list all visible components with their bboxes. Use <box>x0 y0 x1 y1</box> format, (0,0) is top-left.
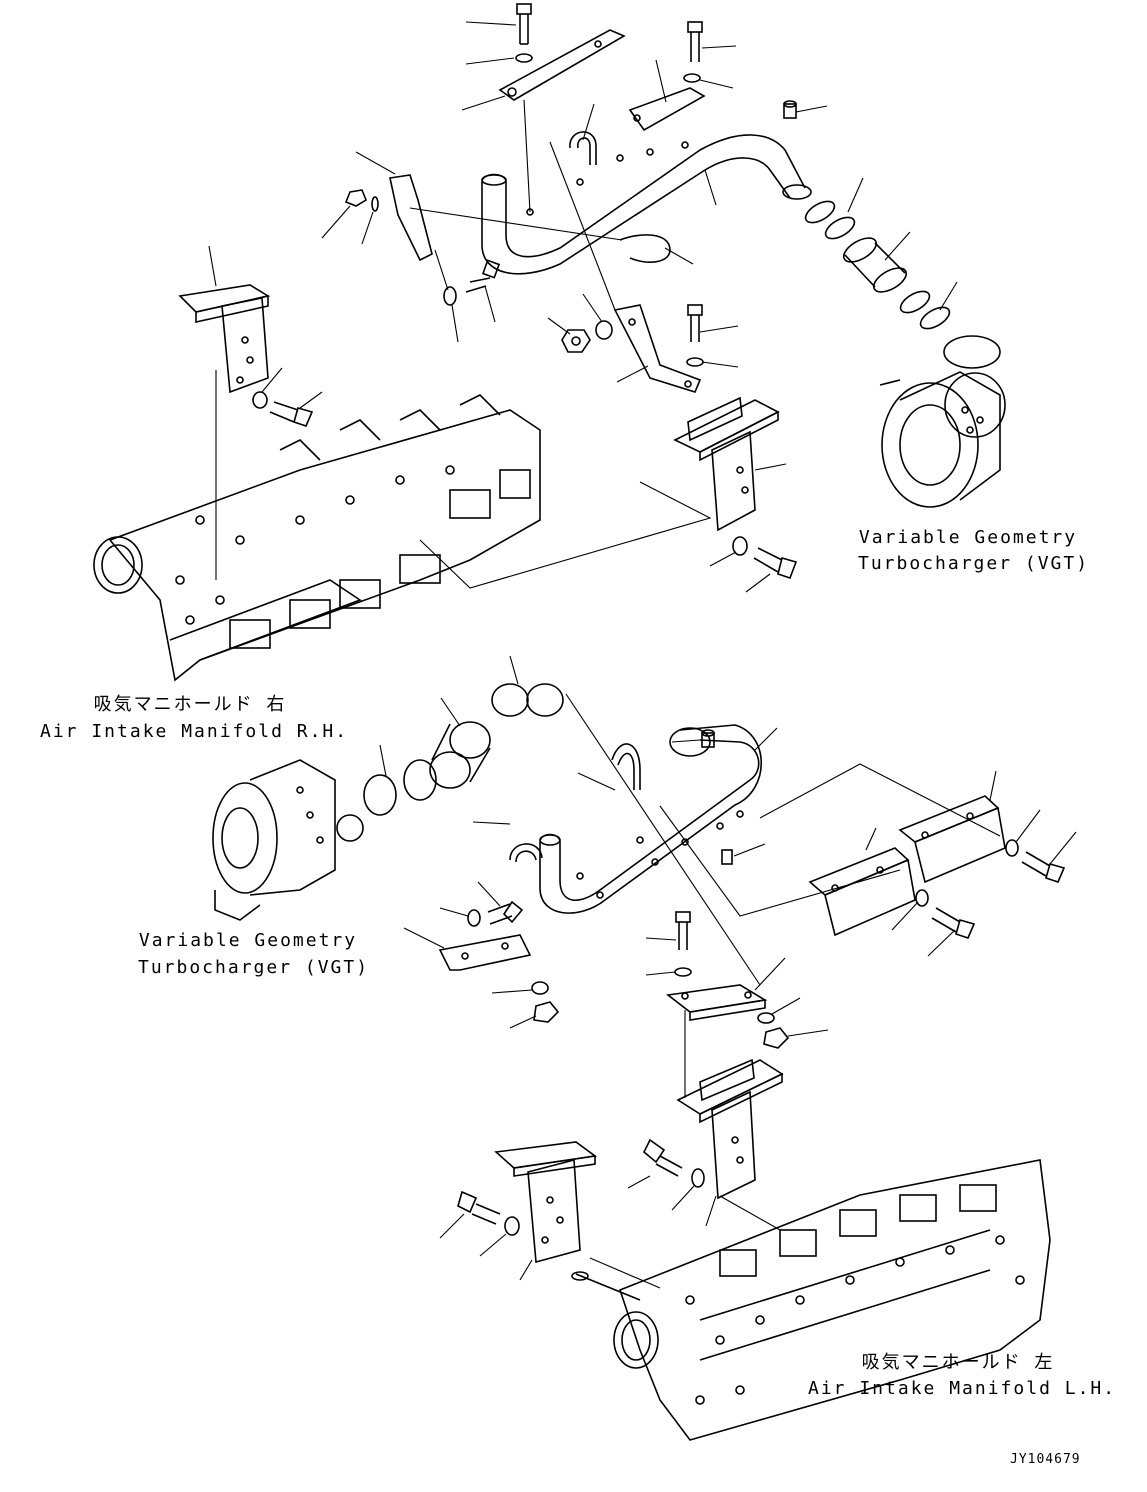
vgt-turbocharger-upper <box>879 335 1006 508</box>
bracket-top-mid <box>628 87 706 132</box>
drawing-code: JY104679 <box>1010 1452 1081 1467</box>
support-bracket-upper-left <box>178 284 271 394</box>
u-clip-upper-2 <box>619 234 671 263</box>
label-manifold-rh-en: Air Intake Manifold R.H. <box>40 721 349 742</box>
washer-lower-left <box>467 909 481 927</box>
label-vgt-upper-line1: Variable Geometry <box>858 527 1078 548</box>
plug-top-right <box>783 100 797 119</box>
bolt-upper-left <box>269 401 314 427</box>
bracket-upper-clip <box>389 174 433 262</box>
washer-top-left <box>515 53 533 63</box>
washer-upper-left <box>371 196 379 212</box>
hose-upper <box>842 237 908 293</box>
bracket-upper-center <box>613 304 702 393</box>
clamp-upper-1 <box>804 200 856 240</box>
washer-upper-left-2 <box>252 391 268 409</box>
washer-top-mid <box>683 73 701 83</box>
support-bracket-lower-left <box>494 1141 598 1264</box>
nut-lower-left <box>533 1001 560 1023</box>
washer-upper-right <box>732 536 748 556</box>
washer-lower-right-bracket <box>691 1168 705 1188</box>
label-manifold-rh-jp: 吸気マニホールド 右 <box>93 694 287 715</box>
bolt-upper-mid <box>465 259 501 293</box>
clamp-lower-1 <box>491 683 564 717</box>
washer-upper-center <box>595 320 613 340</box>
leader-lines <box>208 21 1077 1289</box>
support-bracket-upper-right <box>673 396 780 532</box>
label-vgt-upper-line2: Turbocharger (VGT) <box>858 553 1090 574</box>
u-clip-upper-1 <box>569 131 597 165</box>
bracket-top-left <box>498 29 626 101</box>
label-manifold-lh-en: Air Intake Manifold L.H. <box>808 1378 1117 1399</box>
bolt-heat-shield-2 <box>1021 851 1066 883</box>
nut-lower-center <box>763 1027 790 1049</box>
u-clip-lower-2 <box>611 743 641 790</box>
air-intake-manifold-lh <box>571 1159 1051 1441</box>
bolt-lower-right-bracket <box>643 1138 683 1177</box>
support-bracket-lower-right <box>676 1058 784 1200</box>
washer-lower-center <box>674 967 692 977</box>
plug-lower-2 <box>721 849 733 865</box>
bolt-upper-center <box>687 304 703 342</box>
air-intake-manifold-rh <box>93 394 541 682</box>
clamp-lower-2 <box>363 759 437 816</box>
bolt-lower-center <box>675 911 691 950</box>
washer-heat-shield-1 <box>915 889 929 907</box>
u-clip-lower-1 <box>509 843 543 863</box>
washer-lower-left-bracket <box>504 1216 520 1236</box>
heat-shield-lower-2 <box>898 795 1006 884</box>
bolt-lower-left-bracket <box>457 1190 501 1225</box>
bracket-lower-left <box>438 934 532 971</box>
washer-lower-left-2 <box>531 981 549 995</box>
bolt-top-left <box>516 3 532 45</box>
bolt-upper-right <box>753 547 798 580</box>
plug-lower <box>701 729 715 748</box>
hose-lower <box>429 721 491 789</box>
bolt-heat-shield-1 <box>931 907 976 939</box>
bolt-top-mid <box>687 21 703 62</box>
label-vgt-lower-line1: Variable Geometry <box>138 930 358 951</box>
bracket-lower-center <box>666 984 768 1021</box>
pipe-upper <box>481 134 812 275</box>
washer-upper-center-2 <box>686 357 704 367</box>
vgt-turbocharger-lower <box>212 759 364 921</box>
bolt-lower-left <box>487 900 524 925</box>
washer-heat-shield-2 <box>1005 839 1019 857</box>
clamp-upper-2 <box>899 290 951 330</box>
washer-lower-center-2 <box>757 1012 775 1024</box>
pipe-lower <box>539 724 763 914</box>
label-manifold-lh-jp: 吸気マニホールド 左 <box>861 1352 1055 1373</box>
label-vgt-lower-line2: Turbocharger (VGT) <box>138 957 370 978</box>
washer-upper-mid <box>443 286 457 306</box>
nut-upper-left <box>344 189 367 207</box>
nut-upper-center <box>561 329 591 353</box>
